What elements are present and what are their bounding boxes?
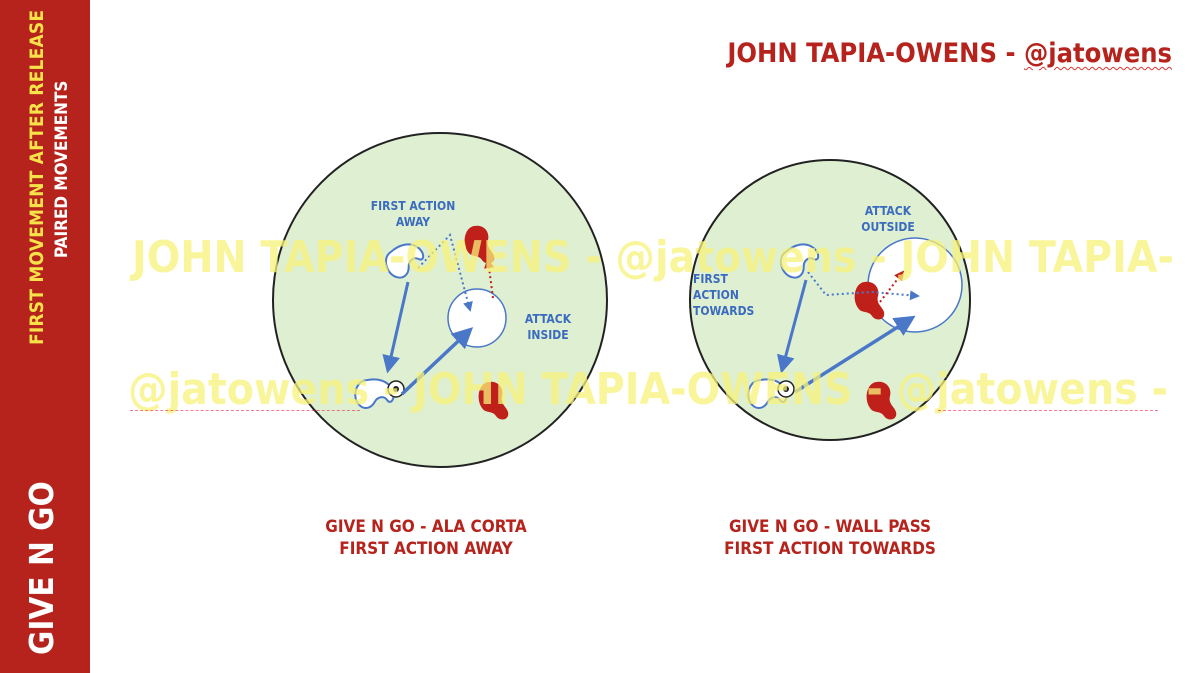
- ball-icon: [387, 380, 405, 398]
- caption-line-1: GIVE N GO - WALL PASS: [728, 517, 932, 537]
- defender-path-dotted: [879, 270, 905, 303]
- diagram-2: [689, 159, 971, 441]
- sidebar: FIRST MOVEMENT AFTER RELEASE PAIRED MOVE…: [0, 0, 90, 673]
- label-text: FIRST ACTION TOWARDS: [693, 272, 755, 319]
- author-handle: @jatowens: [1024, 38, 1172, 69]
- caption-diagram-2: GIVE N GO - WALL PASS FIRST ACTION TOWAR…: [680, 516, 980, 560]
- watermark-underline: [130, 410, 360, 411]
- label-first-action-towards: FIRST ACTION TOWARDS: [693, 271, 773, 320]
- defender-path-dotted: [484, 258, 495, 299]
- caption-line-1: GIVE N GO - ALA CORTA: [325, 517, 527, 537]
- field-circle: [689, 159, 971, 441]
- run-path-dotted: [417, 233, 473, 312]
- watermark-underline: [938, 410, 1158, 411]
- label-text: FIRST ACTION AWAY: [370, 199, 456, 230]
- pass-arrow: [777, 279, 808, 374]
- label-first-action-away: FIRST ACTION AWAY: [368, 198, 458, 230]
- attack-space-circle: [447, 288, 507, 348]
- label-attack-outside: ATTACK OUTSIDE: [858, 203, 918, 235]
- return-pass-arrow: [400, 327, 474, 396]
- diagram-1: [272, 132, 608, 468]
- caption-line-2: FIRST ACTION TOWARDS: [724, 539, 936, 560]
- field-circle: [272, 132, 608, 468]
- label-attack-inside: ATTACK INSIDE: [518, 311, 578, 343]
- label-text: ATTACK OUTSIDE: [861, 204, 915, 235]
- author-credit: JOHN TAPIA-OWENS - @jatowens: [727, 38, 1172, 69]
- return-pass-arrow: [794, 315, 916, 394]
- ball-icon: [777, 380, 795, 398]
- caption-diagram-1: GIVE N GO - ALA CORTA FIRST ACTION AWAY: [276, 516, 576, 560]
- label-text: ATTACK INSIDE: [524, 312, 572, 343]
- author-name: JOHN TAPIA-OWENS -: [727, 38, 1024, 69]
- pass-arrow: [382, 281, 410, 374]
- caption-line-2: FIRST ACTION AWAY: [339, 539, 513, 560]
